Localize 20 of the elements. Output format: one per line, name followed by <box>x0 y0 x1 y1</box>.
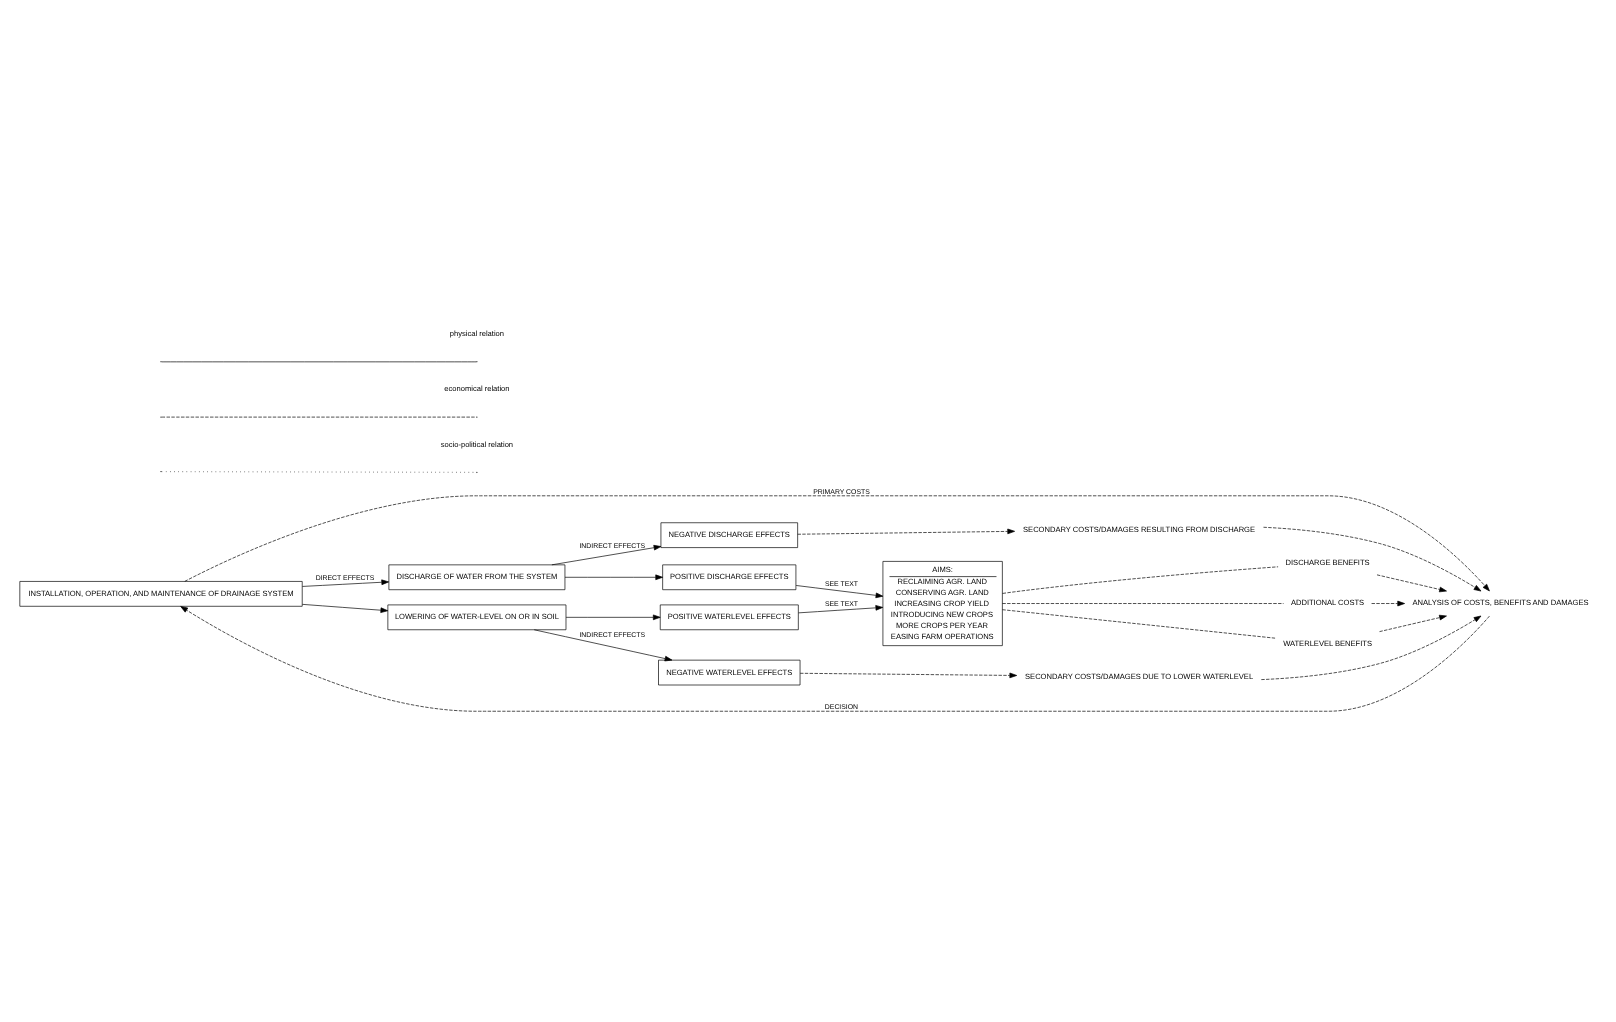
connector <box>1002 609 1277 639</box>
arrow <box>1371 600 1405 607</box>
connector <box>1002 603 1284 604</box>
arrow <box>302 604 389 613</box>
arrow <box>795 585 884 599</box>
arrow <box>551 544 662 566</box>
arrow <box>533 629 673 662</box>
arrow <box>565 614 661 621</box>
arrow <box>799 672 1018 679</box>
arrow <box>798 605 884 614</box>
arrow <box>1376 574 1447 593</box>
arrow <box>180 606 1490 712</box>
arrow <box>797 528 1015 535</box>
arrow <box>1379 614 1447 632</box>
arrow <box>564 574 663 581</box>
connector <box>1002 566 1279 594</box>
arrow <box>184 495 1490 592</box>
arrow <box>302 579 389 587</box>
arrow <box>1260 615 1482 680</box>
arrow <box>1263 526 1482 592</box>
